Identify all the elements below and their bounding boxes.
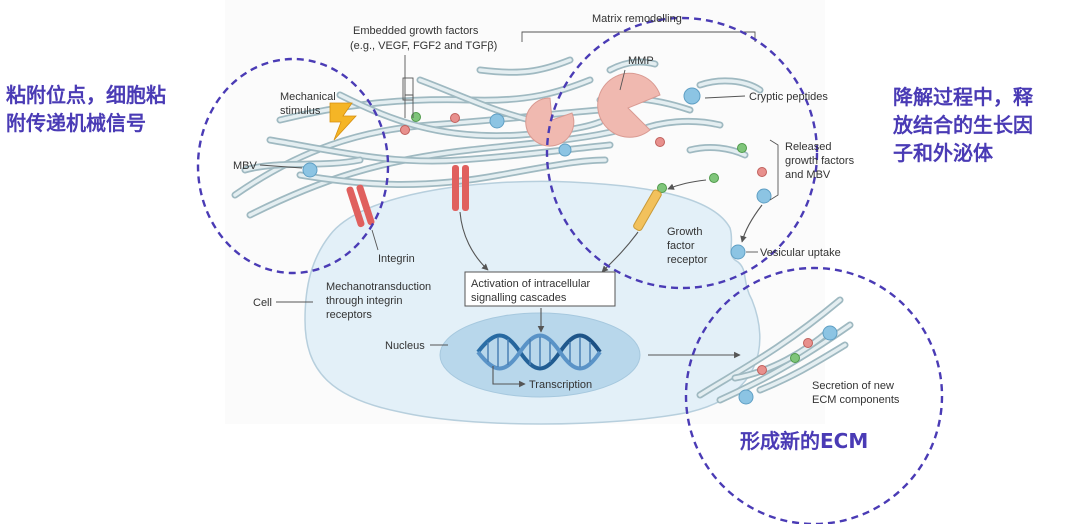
- mbv-particle: [683, 87, 701, 105]
- leader-cryptic: [704, 95, 746, 99]
- label-transcription: Transcription: [529, 379, 592, 391]
- label-mechano-2: through integrin: [326, 295, 402, 307]
- growth-factor: [790, 353, 800, 363]
- label-activation-2: signalling cascades: [471, 292, 567, 304]
- growth-factor: [757, 167, 767, 177]
- label-vesicular-uptake: Vesicular uptake: [760, 247, 841, 259]
- annotation-bottom: 形成新的ECM: [740, 429, 868, 453]
- mbv-particle: [558, 143, 572, 157]
- embedded-bracket: [402, 77, 414, 101]
- label-cryptic-peptides: Cryptic peptides: [749, 91, 828, 103]
- released-bracket: [769, 139, 779, 201]
- label-secretion-1: Secretion of new: [812, 380, 894, 392]
- matrix-remodelling-bracket: [521, 31, 756, 42]
- growth-factor: [803, 338, 813, 348]
- integrin-left: [346, 184, 375, 228]
- mbv-particle: [730, 244, 746, 260]
- label-mechanical-stimulus-1: Mechanical: [280, 91, 336, 103]
- mbv-particle: [738, 389, 754, 405]
- growth-factor: [400, 125, 410, 135]
- mmp-enzyme: [525, 97, 575, 147]
- growth-factor: [450, 113, 460, 123]
- leader-mbv: [259, 164, 303, 169]
- label-mechano-1: Mechanotransduction: [326, 281, 431, 293]
- label-nucleus: Nucleus: [385, 340, 425, 352]
- label-mbv: MBV: [233, 160, 258, 172]
- label-secretion-2: ECM components: [812, 394, 900, 406]
- leader-mmp: [619, 69, 626, 91]
- particles: [302, 87, 772, 260]
- label-gfr-1: Growth: [667, 226, 702, 238]
- annotation-left-line-2: 附传递机械信号: [6, 111, 146, 135]
- label-gfr-2: factor: [667, 240, 695, 252]
- arrow-released-to-receptor: [667, 179, 707, 190]
- mmp-enzyme-right: [597, 72, 661, 138]
- lightning-icon: [329, 102, 357, 141]
- integrin-center: [452, 165, 469, 211]
- growth-factor: [411, 112, 421, 122]
- annotation-right-line-3: 子和外泌体: [893, 141, 994, 165]
- label-matrix-remodelling: Matrix remodelling: [592, 13, 682, 25]
- label-mmp: MMP: [628, 55, 654, 67]
- leader-embedded: [404, 55, 414, 118]
- leader-integrin: [371, 229, 379, 251]
- activation-box: [464, 271, 616, 307]
- label-integrin: Integrin: [378, 253, 415, 265]
- label-gfr-3: receptor: [667, 254, 708, 266]
- mbv-particle: [489, 113, 505, 129]
- annotation-left-line-1: 粘附位点，细胞粘: [6, 83, 166, 107]
- growth-factor-receptor: [633, 189, 662, 231]
- arrow-integrin-to-cascade: [459, 211, 489, 271]
- growth-factor: [657, 183, 667, 193]
- new-ecm-fibers: [696, 296, 854, 405]
- growth-factor: [757, 365, 767, 375]
- transcription-arrow: [492, 366, 526, 388]
- label-activation-1: Activation of intracellular: [471, 278, 591, 290]
- label-mechanical-stimulus-2: stimulus: [280, 105, 321, 117]
- label-mechano-3: receptors: [326, 309, 372, 321]
- label-embedded-examples: (e.g., VEGF, FGF2 and TGFβ): [350, 40, 497, 52]
- growth-factor: [709, 173, 719, 183]
- growth-factor: [737, 143, 747, 153]
- mbv-particle: [756, 188, 772, 204]
- label-released-3: and MBV: [785, 169, 831, 181]
- growth-factor: [655, 137, 665, 147]
- label-released-2: growth factors: [785, 155, 855, 167]
- mbv-particle: [302, 162, 318, 178]
- label-cell: Cell: [253, 297, 272, 309]
- arrow-receptor-to-cascade: [601, 231, 639, 273]
- dna-helix: [476, 333, 602, 371]
- annotation-right-line-1: 降解过程中，释: [893, 85, 1034, 109]
- annotation-circle-adhesion: [196, 57, 390, 275]
- label-released-1: Released: [785, 141, 831, 153]
- annotation-circle-degradation: [545, 16, 819, 290]
- annotation-right-line-2: 放结合的生长因: [892, 113, 1033, 137]
- mbv-particle: [822, 325, 838, 341]
- arrow-vesicular-uptake: [740, 204, 763, 243]
- annotation-circle-new-ecm: [684, 266, 944, 524]
- label-embedded-growth-factors: Embedded growth factors: [353, 25, 479, 37]
